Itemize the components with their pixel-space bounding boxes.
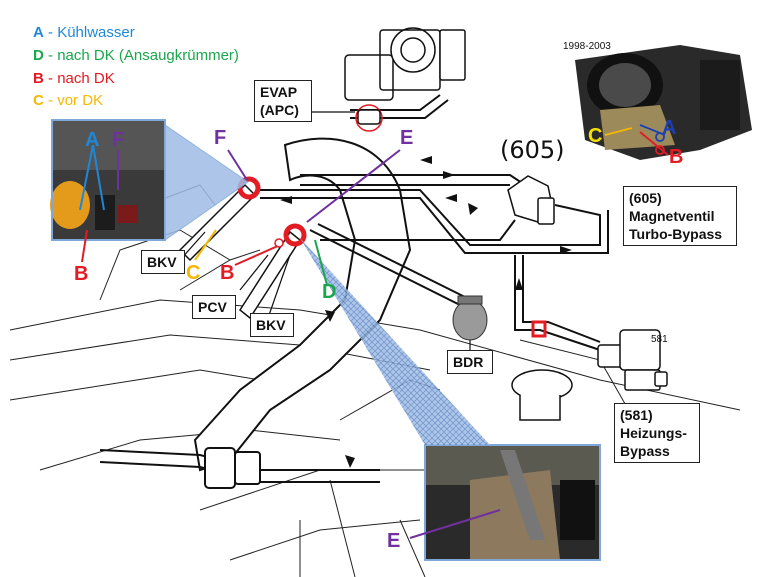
bottom-photo bbox=[424, 444, 601, 561]
tb-tag-c: C bbox=[588, 125, 603, 147]
pcv-box: PCV bbox=[192, 295, 236, 319]
valve-605-label: (605) bbox=[500, 136, 565, 164]
legend-text: nach DK (Ansaugkrümmer) bbox=[57, 47, 239, 64]
legend-text: Kühlwasser bbox=[57, 24, 135, 41]
legend-text: nach DK bbox=[57, 70, 115, 87]
tag-f: F bbox=[214, 127, 227, 149]
valve-581-label: 581 bbox=[651, 334, 668, 345]
legend-item-d: D - nach DK (Ansaugkrümmer) bbox=[33, 47, 239, 64]
photo-tag-e: E bbox=[387, 530, 401, 552]
legend-sep: - bbox=[43, 70, 58, 87]
inset-callout bbox=[164, 124, 249, 241]
heater-bypass-pipe bbox=[511, 369, 573, 421]
box-leaders bbox=[179, 111, 471, 350]
evap-highlight-ring bbox=[355, 104, 383, 132]
bkv-box-1: BKV bbox=[141, 250, 185, 274]
bdr-valve bbox=[452, 295, 488, 341]
legend-sep: - bbox=[43, 92, 58, 109]
legend-key: C bbox=[33, 92, 44, 109]
tag-e: E bbox=[400, 127, 414, 149]
bkv-box-2: BKV bbox=[250, 313, 294, 337]
engine-inset-photo bbox=[50, 119, 166, 241]
legend-key: A bbox=[33, 24, 44, 41]
legend-item-c: C - vor DK bbox=[33, 92, 103, 109]
inset-tag-f: F bbox=[112, 129, 125, 151]
years-label: 1998-2003 bbox=[563, 41, 611, 52]
throttle-body-markers bbox=[604, 124, 669, 156]
tb-tag-b: B bbox=[669, 146, 684, 168]
inset-tag-b: B bbox=[74, 263, 89, 285]
tag-d: D bbox=[322, 281, 337, 303]
legend-sep: - bbox=[43, 24, 58, 41]
inset-markers bbox=[79, 144, 119, 263]
bypass-hose-ring bbox=[531, 320, 547, 338]
tag-c: C bbox=[186, 262, 201, 284]
leader-lines bbox=[194, 149, 501, 539]
valve-581-drawing bbox=[597, 329, 668, 391]
bdr-box: BDR bbox=[447, 350, 493, 374]
flow-arrows bbox=[280, 156, 572, 468]
pcv-port bbox=[274, 238, 284, 248]
tb-tag-a: A bbox=[662, 117, 677, 139]
legend-key: B bbox=[33, 70, 44, 87]
legend-text: vor DK bbox=[57, 92, 104, 109]
valve-605-drawing bbox=[507, 175, 555, 225]
hose-coupling bbox=[204, 447, 261, 489]
legend-item-b: B - nach DK bbox=[33, 70, 115, 87]
evap-valve-drawing bbox=[344, 27, 466, 125]
evap-box: EVAP (APC) bbox=[254, 80, 312, 122]
inset-tag-a: A bbox=[85, 129, 100, 151]
valve-581-box: (581) Heizungs-Bypass bbox=[614, 403, 700, 463]
legend-key: D bbox=[33, 47, 44, 64]
tag-b: B bbox=[220, 262, 235, 284]
legend-item-a: A - Kühlwasser bbox=[33, 24, 135, 41]
bottom-callout bbox=[300, 238, 490, 445]
valve-605-box: (605) Magnetventil Turbo-Bypass bbox=[623, 186, 737, 246]
legend-sep: - bbox=[43, 47, 58, 64]
